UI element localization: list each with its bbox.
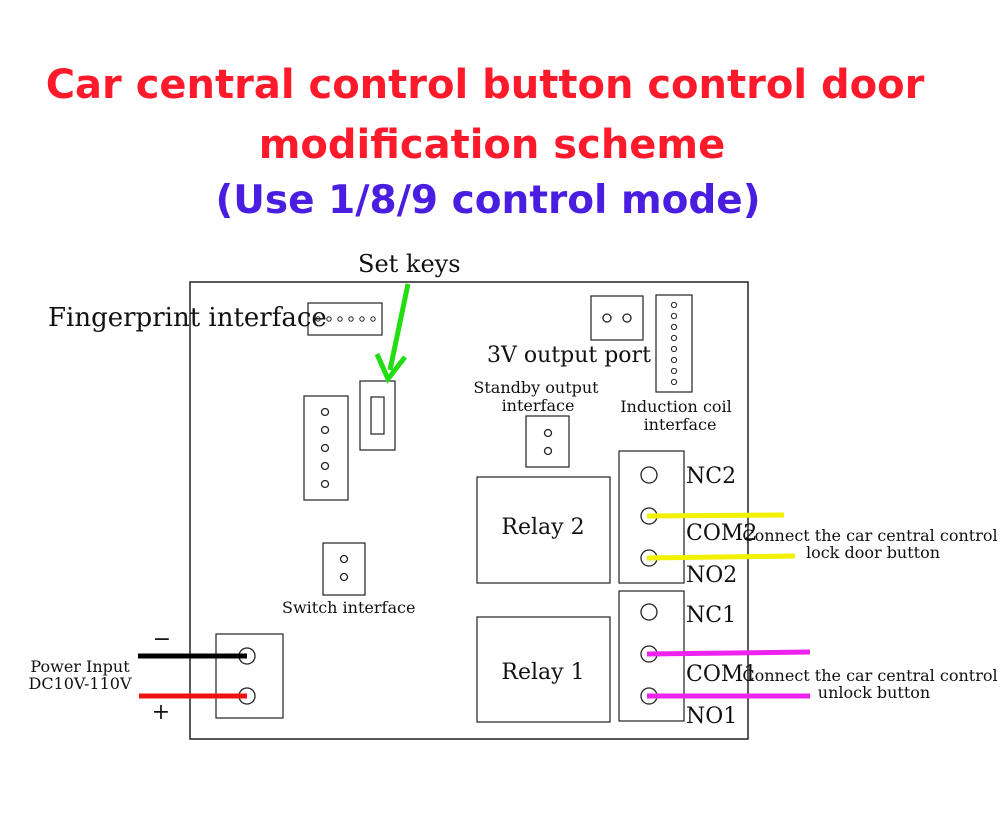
com1-label: COM1: [686, 662, 757, 687]
nc1-label: NC1: [686, 603, 736, 628]
relay-1: [476, 616, 611, 723]
induction-coil-connector: [655, 294, 693, 393]
relay-2: [476, 476, 611, 584]
set-keys-arrow: [374, 283, 411, 384]
unlock-note-line-2: unlock button: [818, 683, 930, 702]
power-input-label-1: Power Input: [30, 657, 130, 676]
induction-coil-label-2: interface: [644, 415, 717, 434]
lock-note-line-1: Connect the car central control: [742, 526, 997, 545]
switch-interface-connector: [322, 542, 366, 596]
no1-label: NO1: [686, 704, 737, 729]
com2-wire: [646, 512, 785, 519]
output-3v-connector: [590, 295, 644, 341]
lock-note-line-2: lock door button: [806, 543, 940, 562]
standby-output-connector: [525, 415, 570, 468]
no2-label: NO2: [686, 563, 737, 588]
minus-sign: −: [153, 627, 171, 652]
title-line-2: modification scheme: [258, 122, 726, 168]
unlock-note-line-1: Connect the car central control: [742, 666, 997, 685]
title-line-3: (Use 1/8/9 control mode): [215, 178, 761, 223]
plus-sign: +: [152, 700, 170, 725]
induction-coil-label-1: Induction coil: [620, 397, 732, 416]
five-pin-connector: [303, 395, 349, 501]
power-input-label-2: DC10V-110V: [28, 674, 131, 693]
title-line-1: Car central control button control door: [45, 62, 925, 108]
fingerprint-connector: [307, 302, 383, 336]
standby-output-label-1: Standby output: [473, 378, 599, 397]
relay-1-label: Relay 1: [501, 660, 584, 685]
standby-output-label-2: interface: [502, 396, 575, 415]
com1-wire: [646, 649, 811, 657]
set-key-switch: [359, 380, 396, 451]
relay-2-label: Relay 2: [501, 515, 584, 540]
nc2-label: NC2: [686, 464, 736, 489]
power-terminal-block: [215, 633, 284, 719]
fingerprint-interface-label: Fingerprint interface: [48, 303, 327, 333]
switch-interface-label: Switch interface: [282, 598, 415, 617]
no2-wire: [646, 553, 796, 561]
set-keys-label: Set keys: [358, 250, 461, 278]
com2-label: COM2: [686, 521, 757, 546]
output-3v-label: 3V output port: [487, 343, 651, 368]
